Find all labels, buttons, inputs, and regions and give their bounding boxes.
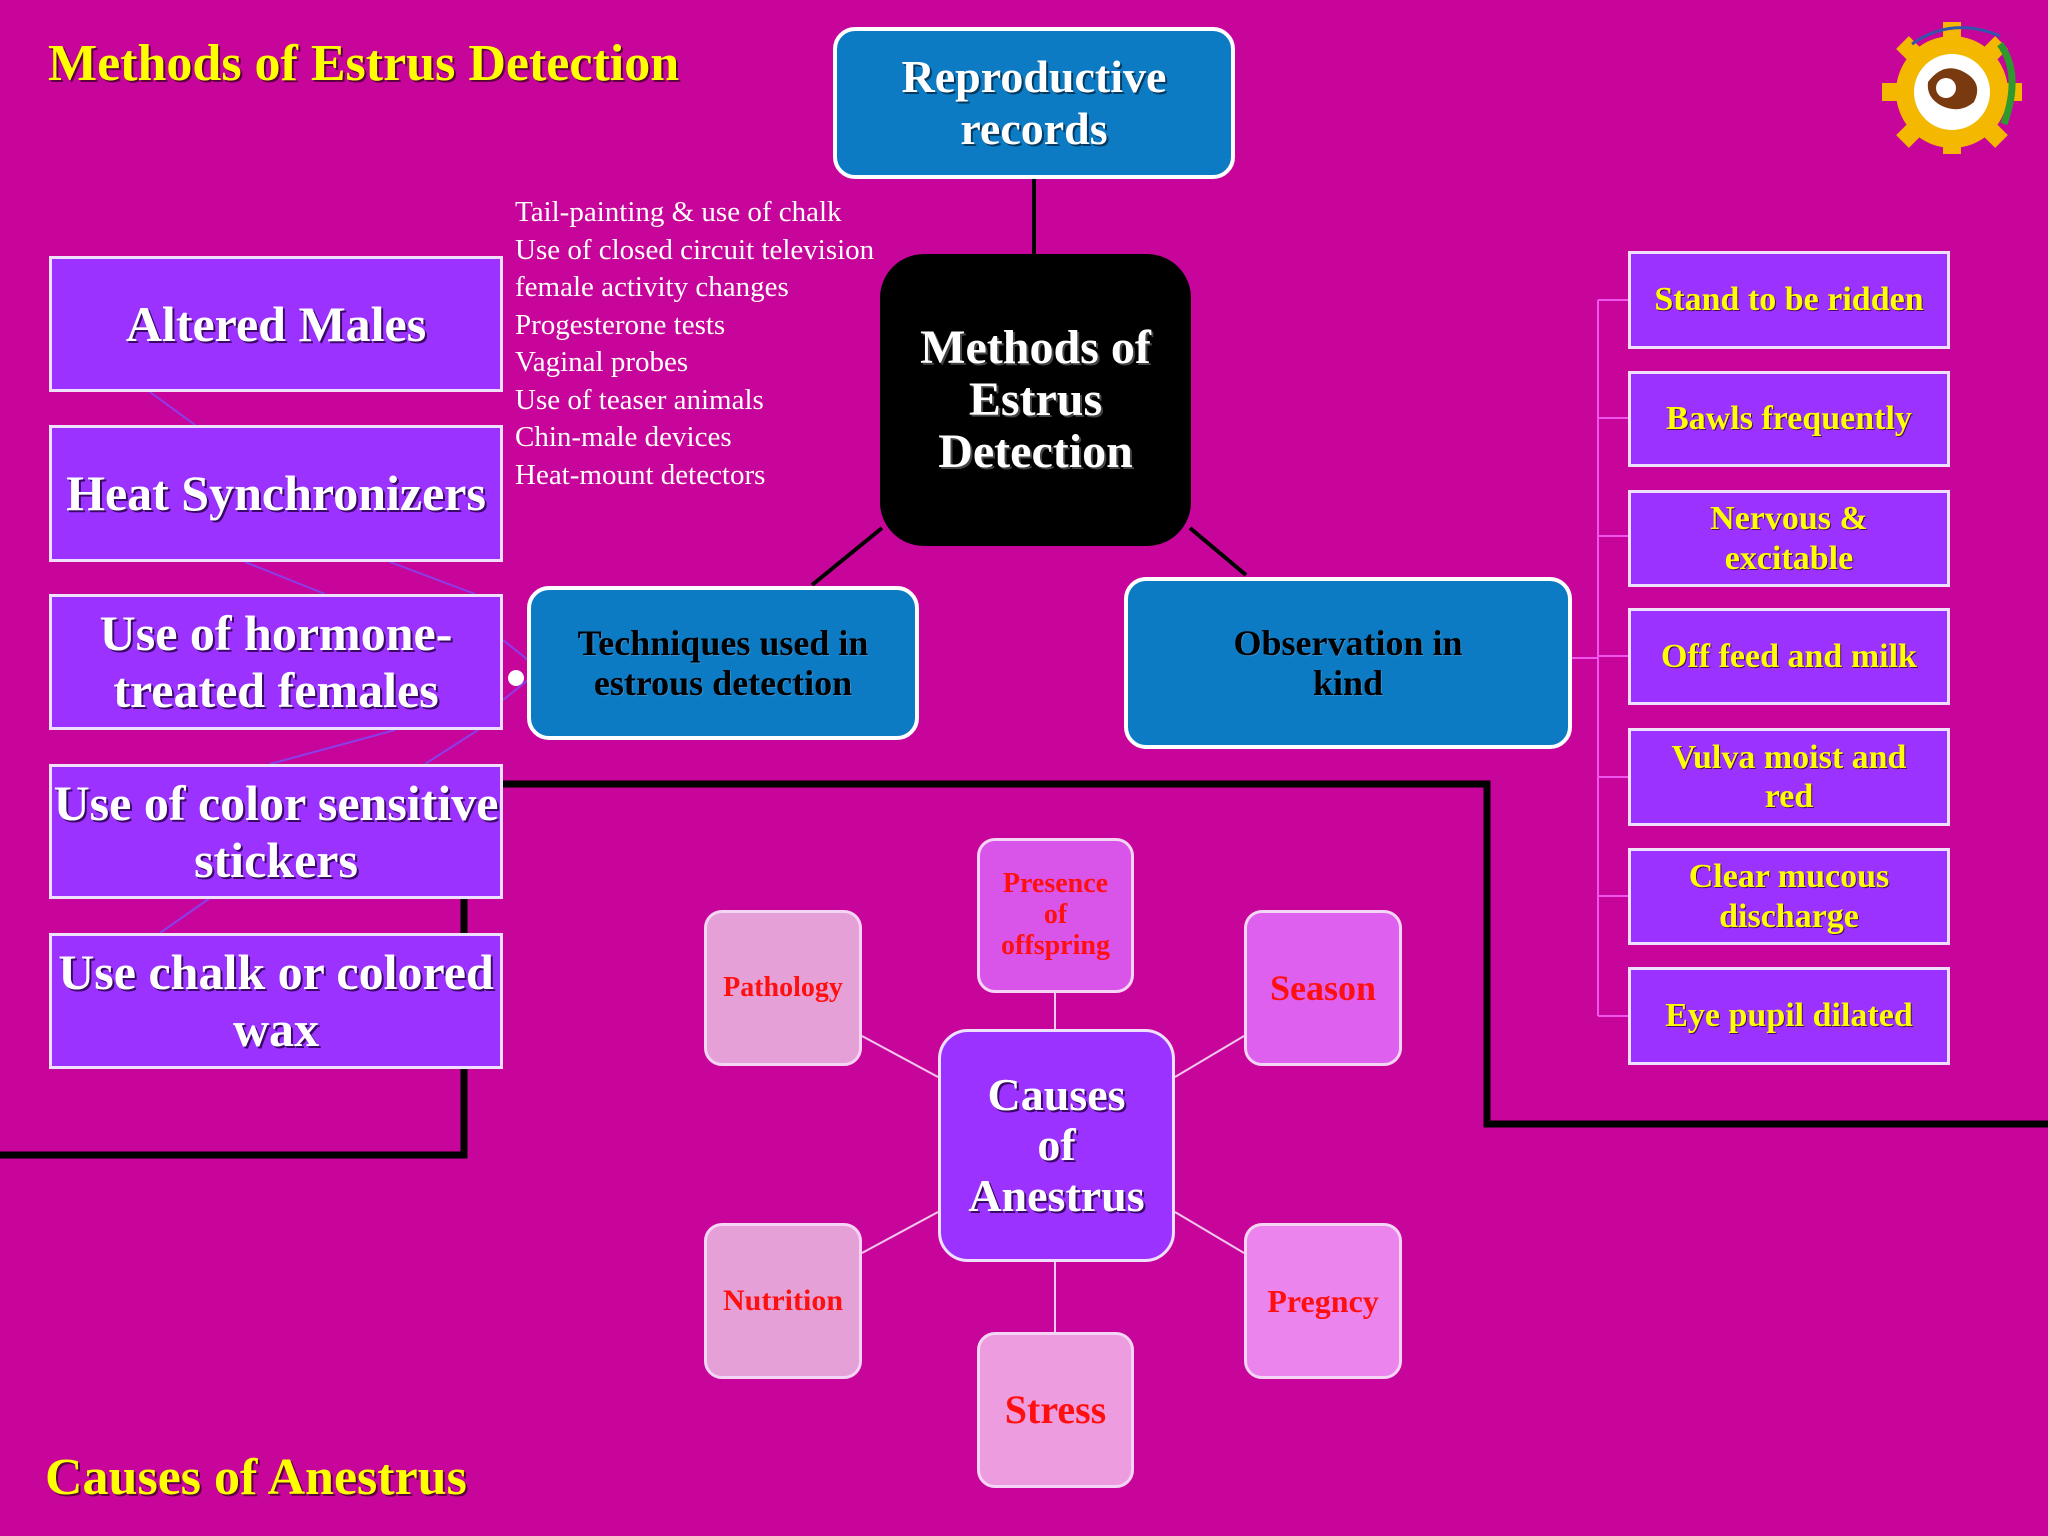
sign-clear-mucous-discharge: Clear mucous discharge [1628, 848, 1950, 945]
method-chalk-or-wax: Use chalk or colored wax [49, 933, 503, 1069]
cause-nutrition: Nutrition [704, 1223, 862, 1379]
method-altered-males: Altered Males [49, 256, 503, 392]
cause-presence-of-offspring: Presence of offspring [977, 838, 1134, 993]
technique-list: Tail-painting & use of chalk Use of clos… [515, 194, 874, 494]
observation-box: Observation in kind [1124, 577, 1572, 749]
connector-dot [508, 670, 524, 686]
technique-item: Heat-mount detectors [515, 458, 766, 491]
reproductive-records-box: Reproductive records [833, 27, 1235, 179]
technique-item: Tail-painting & use of chalk [515, 196, 842, 228]
anestrus-connectors [861, 993, 1245, 1332]
page-title: Methods of Estrus Detection [48, 35, 680, 92]
technique-item: Vaginal probes [515, 346, 689, 378]
anestrus-title: Causes of Anestrus [45, 1449, 467, 1506]
sign-off-feed-and-milk: Off feed and milk [1628, 608, 1950, 705]
technique-item: Use of teaser animals [515, 383, 764, 416]
left-connectors [149, 391, 529, 934]
section-separator [0, 780, 2048, 1159]
methods-center-box: Methods of Estrus Detection [880, 254, 1191, 546]
cause-stress: Stress [977, 1332, 1134, 1488]
connector-observation [1188, 526, 1248, 577]
technique-item: Progesterone tests [515, 308, 726, 341]
method-heat-synchronizers: Heat Synchronizers [49, 425, 503, 562]
sign-bawls-frequently: Bawls frequently [1628, 371, 1950, 467]
sign-stand-to-be-ridden: Stand to be ridden [1628, 251, 1950, 349]
method-hormone-treated-females: Use of hormone-treated females [49, 594, 503, 730]
sign-vulva-moist-red: Vulva moist and red [1628, 728, 1950, 826]
cause-season: Season [1244, 910, 1402, 1066]
anestrus-center-box: Causes of Anestrus [938, 1029, 1175, 1262]
techniques-box: Techniques used in estrous detection [527, 586, 919, 740]
technique-item: Chin-male devices [515, 421, 732, 453]
right-bracket [1572, 299, 1628, 1017]
sign-eye-pupil-dilated: Eye pupil dilated [1628, 967, 1950, 1065]
institution-gear-logo-icon [1882, 14, 2030, 162]
technique-item: Use of closed circuit television [515, 233, 875, 266]
method-color-sensitive-stickers: Use of color sensitive stickers [49, 764, 503, 899]
sign-nervous-excitable: Nervous & excitable [1628, 490, 1950, 587]
technique-item: female activity changes [515, 271, 789, 303]
connector-techniques [810, 526, 884, 587]
cause-pregnancy: Pregncy [1244, 1223, 1402, 1379]
cause-pathology: Pathology [704, 910, 862, 1066]
